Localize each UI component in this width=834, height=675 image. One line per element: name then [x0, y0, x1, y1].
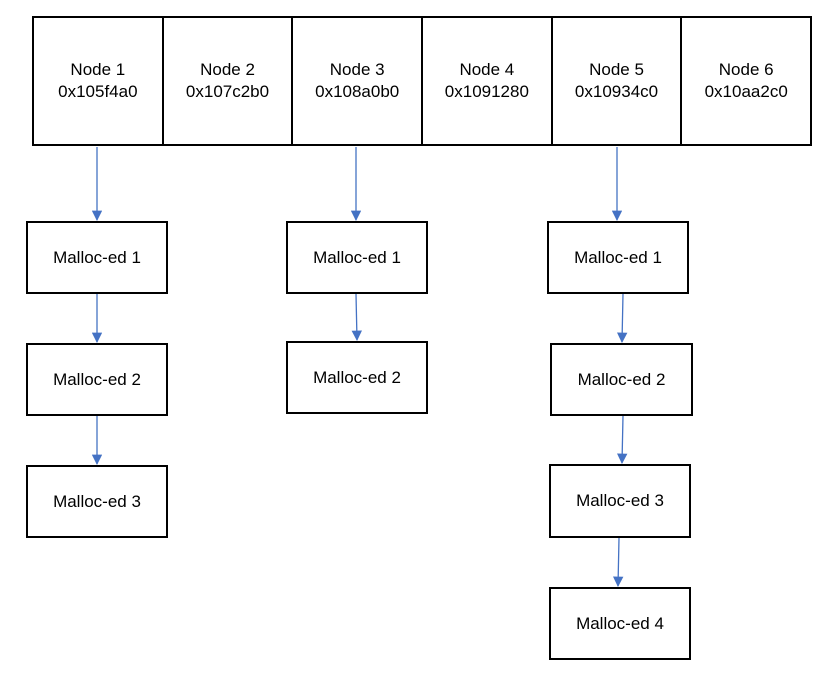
arrow-node5-malloc3-to-malloc4 [612, 537, 624, 588]
arrow-node5-malloc2-to-malloc3 [617, 415, 628, 465]
node-address: 0x1091280 [444, 82, 529, 101]
node5-malloc-2: Malloc-ed 2 [550, 343, 693, 416]
arrow-node3-malloc1-to-malloc2 [351, 293, 362, 342]
node-6: Node 6 0x10aa2c0 [682, 18, 810, 144]
node-3: Node 3 0x108a0b0 [293, 18, 424, 144]
node5-malloc-4: Malloc-ed 4 [549, 587, 691, 660]
arrow-node5-malloc1-to-malloc2 [616, 293, 628, 344]
node-5: Node 5 0x10934c0 [553, 18, 683, 144]
node5-malloc-3: Malloc-ed 3 [549, 464, 691, 538]
node1-malloc-2: Malloc-ed 2 [26, 343, 168, 416]
node5-malloc-1: Malloc-ed 1 [547, 221, 689, 294]
node-address: 0x10aa2c0 [704, 82, 788, 101]
node1-malloc-1: Malloc-ed 1 [26, 221, 168, 294]
node-4: Node 4 0x1091280 [423, 18, 553, 144]
node-label: Node 1 [70, 60, 126, 79]
node-label: Node 6 [718, 60, 774, 79]
node-address: 0x108a0b0 [315, 82, 400, 101]
node-address: 0x10934c0 [574, 82, 659, 101]
node-1: Node 1 0x105f4a0 [34, 18, 164, 144]
node-2: Node 2 0x107c2b0 [164, 18, 294, 144]
node-label: Node 4 [459, 60, 515, 79]
node1-malloc-3: Malloc-ed 3 [26, 465, 168, 538]
node-label: Node 2 [200, 60, 255, 79]
node3-malloc-1: Malloc-ed 1 [286, 221, 428, 294]
node-address: 0x105f4a0 [58, 82, 138, 101]
node-label: Node 3 [329, 60, 385, 79]
node-address: 0x107c2b0 [185, 82, 270, 101]
node3-malloc-2: Malloc-ed 2 [286, 341, 428, 414]
node-label: Node 5 [589, 60, 644, 79]
node-array: Node 1 0x105f4a0 Node 2 0x107c2b0 Node 3… [32, 16, 812, 146]
